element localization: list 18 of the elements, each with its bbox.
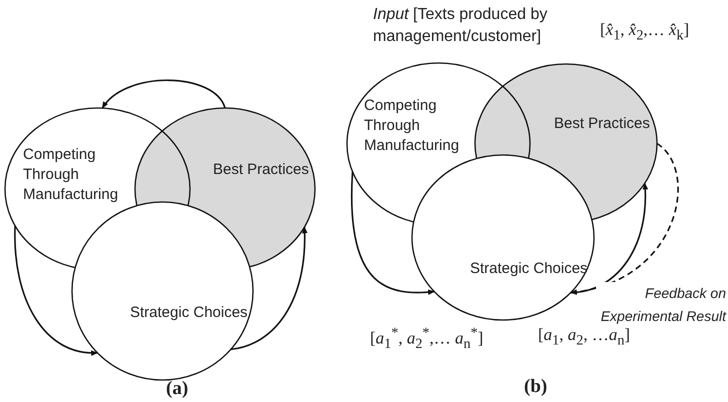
- arrow: [102, 79, 226, 109]
- input-note: Input [Texts produced by management/customer]: [373, 5, 548, 47]
- arrow: [230, 226, 308, 350]
- node-label: Competing Through Manufacturing: [364, 96, 460, 156]
- arrow: [350, 172, 436, 295]
- arrow: [570, 182, 648, 294]
- node-label: Best Practices: [554, 114, 651, 134]
- node-label: Best Practices: [213, 160, 310, 180]
- node-label: Competing Through Manufacturing: [23, 145, 120, 205]
- panel-label: (a): [166, 378, 188, 400]
- math-label: [a$_{1}$$^{*}$, a$_{2}$$^{*}$,… a$_{n}$$^{*}$]: [370, 325, 484, 354]
- arrow: [570, 142, 679, 294]
- panel-label: (b): [524, 376, 548, 398]
- math-label: [a$_{1}$, a$_{2}$, …a$_{n}$]: [538, 325, 630, 350]
- math-label: [x̂$_{1}$, x̂$_{2}$,… x̂$_{k}$]: [600, 20, 690, 44]
- node-label: Strategic Choices: [470, 259, 589, 279]
- arrow: [14, 226, 98, 356]
- node-label: Strategic Choices: [130, 303, 249, 323]
